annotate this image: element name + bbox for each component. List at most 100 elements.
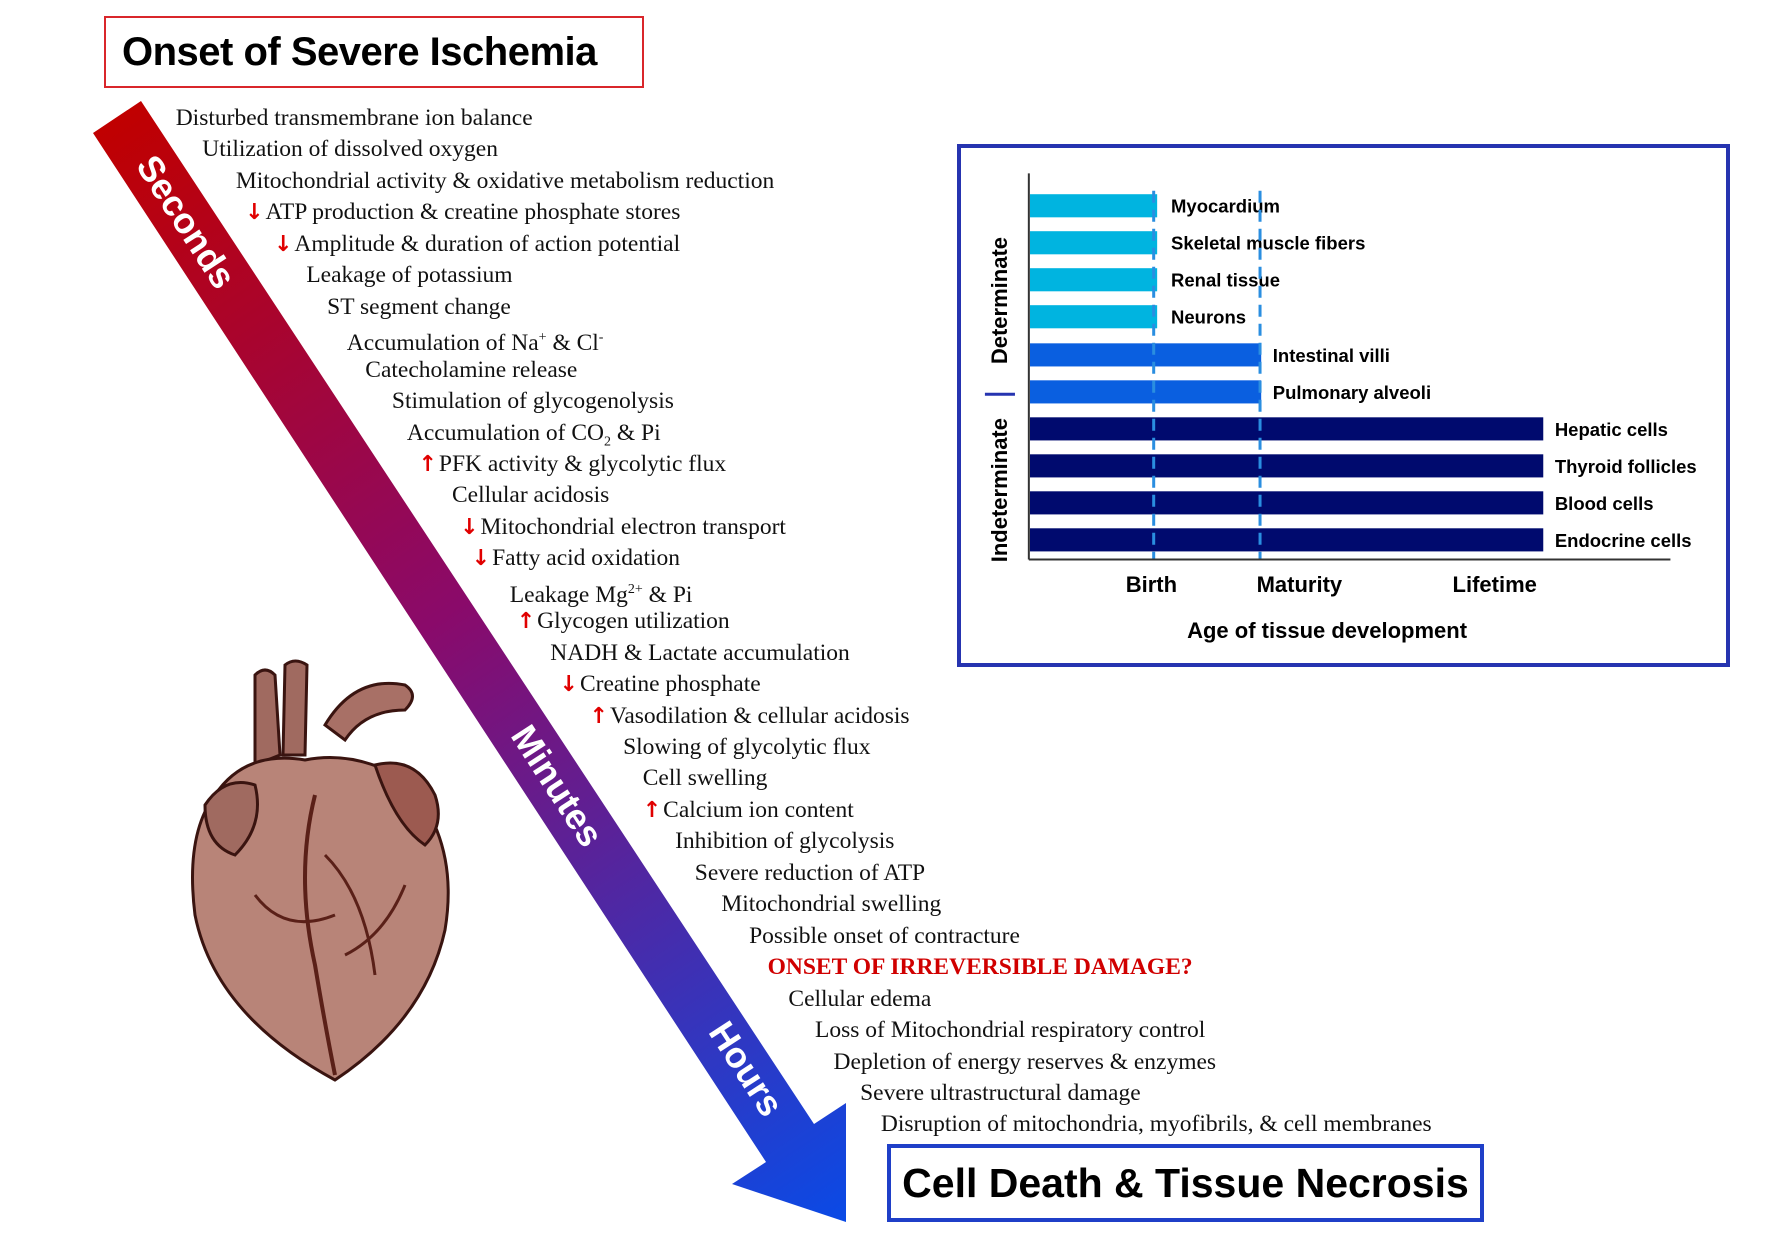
step-text: Catecholamine release xyxy=(365,356,578,383)
step-text: Fatty acid oxidation xyxy=(492,545,681,572)
step-text: Inhibition of glycolysis xyxy=(675,828,895,855)
bar-label: Intestinal villi xyxy=(1273,345,1390,366)
step-text: Leakage of potassium xyxy=(306,262,513,289)
heart-illustration xyxy=(191,659,450,1082)
step-item: Severe reduction of ATP xyxy=(695,859,925,887)
step-item: Utilization of dissolved oxygen xyxy=(202,135,498,163)
bar-renal-tissue xyxy=(1029,268,1158,292)
step-text: ST segment change xyxy=(327,293,511,320)
x-tick-label: Lifetime xyxy=(1453,572,1537,597)
step-text: Possible onset of contracture xyxy=(749,922,1020,949)
step-text: Mitochondrial electron transport xyxy=(480,513,786,540)
bar-label: Thyroid follicles xyxy=(1555,456,1697,477)
step-item: Accumulation of CO2 & Pi xyxy=(407,419,661,457)
cell-death-title: Cell Death & Tissue Necrosis xyxy=(887,1144,1484,1222)
step-item: Disturbed transmembrane ion balance xyxy=(176,104,533,132)
step-item: ST segment change xyxy=(327,293,511,321)
onset-title: Onset of Severe Ischemia xyxy=(104,16,644,88)
step-text: Cellular edema xyxy=(788,985,932,1012)
step-item: Mitochondrial activity & oxidative metab… xyxy=(236,167,774,195)
step-text: + xyxy=(538,330,547,346)
step-text: Stimulation of glycogenolysis xyxy=(391,388,674,415)
step-text: 2 xyxy=(604,434,612,450)
step-text: Amplitude & duration of action potential xyxy=(294,230,681,257)
bar-blood-cells xyxy=(1029,491,1544,515)
step-text: & Pi xyxy=(642,581,693,608)
step-item: ↓Amplitude & duration of action potentia… xyxy=(274,230,680,259)
bar-label: Pulmonary alveoli xyxy=(1273,382,1431,403)
increase-arrow-icon: ↑ xyxy=(418,451,437,477)
step-item: Accumulation of Na+ & Cl- xyxy=(347,324,604,357)
bar-label: Myocardium xyxy=(1171,196,1280,217)
irreversible-damage-step: ONSET OF IRREVERSIBLE DAMAGE? xyxy=(768,953,1193,981)
step-text: Accumulation of Na xyxy=(346,329,539,356)
bar-pulmonary-alveoli xyxy=(1029,380,1262,404)
step-text: Utilization of dissolved oxygen xyxy=(202,136,498,163)
bar-thyroid-follicles xyxy=(1029,454,1544,478)
step-text: & Pi xyxy=(611,419,661,446)
bar-skeletal-muscle-fibers xyxy=(1029,231,1158,255)
step-item: ↑Calcium ion content xyxy=(643,796,854,825)
step-text: Severe ultrastructural damage xyxy=(860,1079,1141,1106)
step-item: Cellular acidosis xyxy=(452,481,609,509)
step-item: ↓ATP production & creatine phosphate sto… xyxy=(245,198,680,227)
step-item: Severe ultrastructural damage xyxy=(860,1079,1141,1107)
decrease-arrow-icon: ↓ xyxy=(559,672,578,698)
step-text: Slowing of glycolytic flux xyxy=(623,734,871,760)
step-text: - xyxy=(598,330,604,346)
step-item: Cellular edema xyxy=(788,985,931,1013)
step-item: Leakage of potassium xyxy=(306,261,512,289)
step-text: Calcium ion content xyxy=(663,796,854,823)
step-item: Leakage Mg2+ & Pi xyxy=(510,576,693,609)
step-text: 2+ xyxy=(627,581,643,597)
decrease-arrow-icon: ↓ xyxy=(273,231,293,257)
step-text: Accumulation of CO xyxy=(406,419,605,446)
step-text: Disturbed transmembrane ion balance xyxy=(175,105,533,131)
step-text: Severe reduction of ATP xyxy=(694,859,926,886)
increase-arrow-icon: ↑ xyxy=(516,609,536,635)
step-item: ↓Mitochondrial electron transport xyxy=(460,513,786,542)
increase-arrow-icon: ↑ xyxy=(589,703,608,729)
step-item: ↑PFK activity & glycolytic flux xyxy=(418,450,726,479)
step-text: ATP production & creatine phosphate stor… xyxy=(265,199,681,226)
bar-label: Hepatic cells xyxy=(1555,419,1668,440)
step-item: Loss of Mitochondrial respiratory contro… xyxy=(815,1016,1205,1044)
group-label-indeterminate: Indeterminate xyxy=(987,418,1012,562)
step-item: Depletion of energy reserves & enzymes xyxy=(833,1048,1216,1076)
bar-label: Endocrine cells xyxy=(1555,530,1692,551)
step-text: Vasodilation & cellular acidosis xyxy=(609,702,910,729)
decrease-arrow-icon: ↓ xyxy=(245,200,264,226)
step-item: Catecholamine release xyxy=(365,356,577,384)
step-text: Leakage Mg xyxy=(509,581,628,608)
step-text: Disruption of mitochondria, myofibrils, … xyxy=(880,1111,1432,1138)
bar-endocrine-cells xyxy=(1029,528,1544,552)
step-text: Cell swelling xyxy=(642,765,768,792)
step-item: Disruption of mitochondria, myofibrils, … xyxy=(881,1110,1432,1138)
step-item: Possible onset of contracture xyxy=(749,922,1020,950)
step-item: ↑Vasodilation & cellular acidosis xyxy=(590,702,910,731)
step-text: NADH & Lactate accumulation xyxy=(550,639,850,666)
step-item: ↓Creatine phosphate xyxy=(560,670,761,699)
step-item: Slowing of glycolytic flux xyxy=(623,733,870,761)
step-text: Mitochondrial swelling xyxy=(721,891,942,918)
bar-neurons xyxy=(1029,305,1158,329)
step-text: Loss of Mitochondrial respiratory contro… xyxy=(814,1017,1206,1044)
bar-hepatic-cells xyxy=(1029,417,1544,441)
bar-label: Skeletal muscle fibers xyxy=(1171,233,1365,254)
bar-label: Blood cells xyxy=(1555,493,1654,514)
bar-intestinal-villi xyxy=(1029,343,1262,367)
step-item: Mitochondrial swelling xyxy=(721,890,941,918)
x-tick-label: Birth xyxy=(1126,572,1177,597)
step-text: Creatine phosphate xyxy=(579,671,761,698)
increase-arrow-icon: ↑ xyxy=(642,797,662,823)
bar-label: Neurons xyxy=(1171,307,1246,328)
step-text: PFK activity & glycolytic flux xyxy=(438,450,727,477)
step-item: Cell swelling xyxy=(643,764,768,792)
step-text: ONSET OF IRREVERSIBLE DAMAGE? xyxy=(767,954,1193,981)
bar-myocardium xyxy=(1029,194,1158,218)
decrease-arrow-icon: ↓ xyxy=(460,514,479,540)
step-item: Inhibition of glycolysis xyxy=(675,827,894,855)
decrease-arrow-icon: ↓ xyxy=(471,546,491,572)
